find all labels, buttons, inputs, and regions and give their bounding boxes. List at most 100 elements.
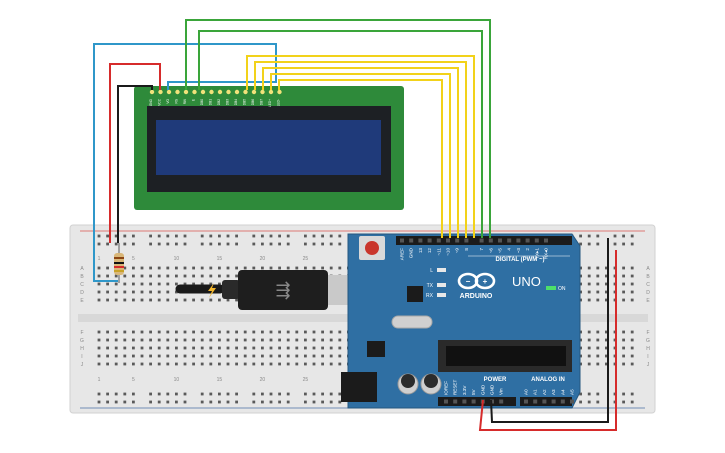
breadboard-hole: [321, 346, 324, 350]
breadboard-hole: [175, 282, 178, 286]
header-pin: [533, 399, 538, 404]
breadboard-hole: [157, 298, 161, 302]
breadboard-hole: [321, 362, 324, 366]
breadboard-hole: [605, 290, 608, 294]
breadboard-hole: [304, 330, 307, 334]
breadboard-hole: [261, 354, 264, 358]
rail-hole: [200, 400, 204, 404]
breadboard-hole: [630, 274, 634, 278]
lcd-pin-label: DB1: [209, 99, 213, 105]
rail-hole: [166, 234, 170, 238]
breadboard-hole: [114, 338, 118, 342]
digital-pin-label: 8: [464, 248, 469, 251]
breadboard-hole: [106, 346, 109, 350]
breadboard-hole: [338, 266, 342, 270]
breadboard-row-label: D: [80, 290, 84, 296]
breadboard-hole: [218, 362, 221, 366]
breadboard-hole: [157, 346, 161, 350]
breadboard-hole: [329, 346, 333, 350]
arduino-logo-text: ARDUINO: [460, 293, 493, 300]
breadboard-hole: [605, 282, 608, 286]
wire-red: [478, 250, 617, 431]
breadboard-hole: [304, 346, 307, 350]
breadboard-row-label: G: [80, 338, 84, 344]
breadboard-hole: [596, 338, 600, 342]
rail-hole: [329, 392, 333, 396]
breadboard-hole: [587, 282, 591, 286]
led-label: RX: [426, 293, 434, 299]
breadboard-hole: [114, 274, 118, 278]
breadboard-hole: [243, 354, 247, 358]
breadboard-hole: [622, 362, 625, 366]
digital-pin-label: GND: [409, 247, 414, 258]
breadboard-hole: [587, 354, 591, 358]
header-pin: [560, 399, 565, 404]
header-pin: [516, 238, 521, 243]
breadboard-hole: [166, 338, 170, 342]
rail-hole: [175, 234, 178, 238]
rail-hole: [157, 242, 161, 246]
breadboard-hole: [97, 282, 101, 286]
rail-hole: [218, 400, 221, 404]
breadboard-hole: [175, 330, 178, 334]
rail-hole: [149, 242, 152, 246]
breadboard-hole: [226, 338, 230, 342]
breadboard-hole: [132, 298, 135, 302]
rail-hole: [149, 392, 152, 396]
breadboard-hole: [106, 274, 109, 278]
digital-pin-label: ~11: [436, 248, 441, 256]
wire-yellow: [278, 79, 443, 238]
breadboard-hole: [123, 346, 127, 350]
lcd-pin-label: DB0: [200, 99, 204, 105]
breadboard-hole: [97, 354, 101, 358]
power-pin-label: Vin: [499, 388, 504, 395]
svg-text:−: −: [466, 277, 471, 286]
atmega-chip: [446, 346, 566, 366]
breadboard-hole: [622, 330, 625, 334]
rail-hole: [587, 392, 591, 396]
power-pin-label: RESET: [453, 379, 458, 395]
breadboard-hole: [123, 282, 127, 286]
breadboard-hole: [175, 362, 178, 366]
lcd-pin: [166, 89, 172, 95]
breadboard-hole: [140, 354, 144, 358]
breadboard-hole: [149, 266, 152, 270]
breadboard-column-label: 5: [132, 377, 135, 383]
breadboard-hole: [579, 282, 582, 286]
breadboard-column-label: 10: [174, 256, 180, 262]
resistor-band: [114, 262, 124, 264]
breadboard-hole: [235, 266, 238, 270]
header-pin: [524, 399, 528, 404]
breadboard-hole: [605, 362, 608, 366]
breadboard-hole: [622, 298, 625, 302]
reset-button[interactable]: [365, 241, 379, 255]
wire-red: [109, 63, 161, 243]
breadboard-hole: [192, 338, 195, 342]
breadboard-hole: [261, 338, 264, 342]
breadboard-hole: [321, 338, 324, 342]
breadboard-hole: [235, 298, 238, 302]
usb-symbol-icon: ⇶: [275, 280, 290, 301]
rail-hole: [630, 234, 634, 238]
breadboard-hole: [132, 266, 135, 270]
rail-hole: [304, 392, 307, 396]
breadboard-hole: [183, 354, 187, 358]
breadboard-hole: [140, 362, 144, 366]
breadboard-hole: [605, 338, 608, 342]
breadboard-column-label: 25: [303, 377, 309, 383]
breadboard-hole: [295, 346, 299, 350]
header-pin: [446, 238, 450, 243]
breadboard-hole: [149, 354, 152, 358]
crystal: [391, 315, 433, 329]
capacitor-top: [424, 374, 438, 388]
rail-hole: [252, 242, 256, 246]
rail-hole: [596, 392, 600, 396]
on-label: ON: [558, 286, 566, 292]
breadboard-hole: [123, 274, 127, 278]
breadboard-hole: [622, 266, 625, 270]
breadboard-row-label: H: [646, 346, 650, 352]
breadboard-hole: [140, 274, 144, 278]
breadboard-column-label: 5: [132, 256, 135, 262]
